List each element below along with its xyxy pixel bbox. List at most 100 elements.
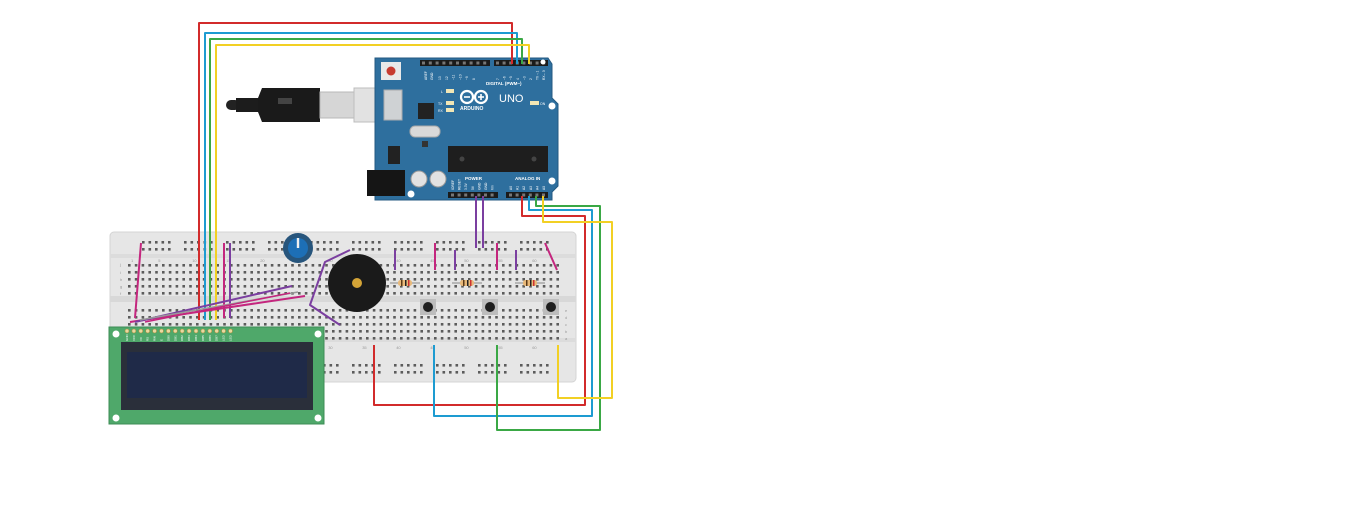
wire-magenta-lcd-1 <box>129 295 306 323</box>
row-letter-e: e <box>565 308 568 313</box>
usb-chip <box>418 103 434 119</box>
pin-label: RESET <box>458 179 462 190</box>
wire-green-a4 <box>496 196 601 431</box>
pin-label: Vin <box>491 185 495 190</box>
pin-label: GND <box>484 182 488 190</box>
label-l: L <box>441 90 443 94</box>
lcd-pin-label: DB5 <box>201 335 205 341</box>
pin-label: GND <box>477 182 481 190</box>
usb-jack <box>383 89 403 121</box>
led-tx <box>446 101 454 105</box>
model-text: UNO <box>499 93 524 105</box>
pin-label: ~6 <box>503 76 507 80</box>
lcd-pin[interactable] <box>159 328 164 334</box>
pin-label: ~5 <box>509 76 513 80</box>
pin-label: IOREF <box>451 180 455 190</box>
lcd-pin-label: DB7 <box>215 335 219 341</box>
wire-blue-a3 <box>433 196 593 417</box>
lcd-pin-label: DB4 <box>194 335 198 341</box>
lcd-pin[interactable] <box>221 328 226 334</box>
lcd-pin-label: VCC <box>132 334 136 341</box>
lcd-pin[interactable] <box>138 328 144 334</box>
power-header-label: POWER <box>465 176 483 181</box>
resistor-3 <box>515 280 545 286</box>
pin-label: 8 <box>472 78 476 80</box>
lcd-pin[interactable] <box>124 328 130 334</box>
column-number: 40 <box>396 258 401 263</box>
crystal <box>409 125 441 138</box>
label-rx: RX <box>438 109 444 113</box>
header-digital-high <box>420 60 490 66</box>
resistor-2 <box>452 280 482 286</box>
reset-icon[interactable] <box>386 66 396 76</box>
pin-label: A1 <box>516 186 520 190</box>
column-number: 55 <box>498 345 503 350</box>
arduino-uno-board[interactable]: L TX RX ON ARDUINO UNO DIGITAL (PWM~) PO… <box>367 57 559 201</box>
push-button-3 <box>543 299 559 315</box>
lcd-pin[interactable] <box>186 328 192 334</box>
wire-purple-buzzer <box>309 249 351 326</box>
lcd-screen <box>127 352 307 398</box>
lcd-pin-label: RW <box>153 336 157 341</box>
resistors[interactable] <box>390 280 545 286</box>
row-letter-g: g <box>120 284 122 289</box>
digital-header-label: DIGITAL (PWM~) <box>486 81 522 86</box>
lcd-pin[interactable] <box>131 328 137 334</box>
lcd-pin[interactable] <box>193 328 199 334</box>
lcd-pin[interactable] <box>207 328 213 334</box>
lcd-pin-label: LED <box>222 334 226 341</box>
pin-label: ~11 <box>452 74 456 80</box>
lcd-pin[interactable] <box>173 328 178 334</box>
row-letter-f: f <box>120 291 122 296</box>
push-buttons[interactable] <box>420 299 559 315</box>
pin-label: A2 <box>522 186 526 190</box>
pin-label: AREF <box>424 71 428 80</box>
lcd-pin[interactable] <box>179 328 185 334</box>
capacitor-1 <box>410 170 428 188</box>
brand-text: ARDUINO <box>460 106 483 112</box>
wire-yellow-a5 <box>542 196 613 399</box>
mount-hole <box>548 102 556 110</box>
wires[interactable] <box>129 22 613 431</box>
column-number: 45 <box>430 345 435 350</box>
lcd-pin[interactable] <box>214 328 219 334</box>
usb-cable[interactable] <box>226 87 401 123</box>
led-rx <box>446 108 454 112</box>
pin-label: 13 <box>438 76 442 80</box>
pin-label: ~9 <box>465 76 469 80</box>
lcd-pin-label: DB3 <box>187 335 191 341</box>
push-button-2 <box>482 299 498 315</box>
lcd-pin-label: E <box>160 339 164 341</box>
pin-label: TX→1 <box>536 70 540 80</box>
power-jack <box>367 170 405 196</box>
pin-label: 5V <box>471 185 475 190</box>
arduino-logo-icon <box>459 89 489 105</box>
lcd-pin-header[interactable] <box>124 328 233 334</box>
pin-label: GND <box>430 72 434 80</box>
piezo-buzzer[interactable] <box>328 254 386 312</box>
pin-label: 12 <box>445 76 449 80</box>
lcd-pin[interactable] <box>152 328 157 334</box>
mount-hole <box>407 190 415 198</box>
row-letter-a: a <box>565 336 568 341</box>
lcd-pin[interactable] <box>145 328 150 334</box>
lcd-pin[interactable] <box>228 328 233 334</box>
column-number: 60 <box>532 345 537 350</box>
lcd-pin[interactable] <box>166 328 171 334</box>
potentiometer[interactable] <box>283 233 313 263</box>
pin-label: ~3 <box>522 76 526 80</box>
wire-red-a2 <box>373 196 586 406</box>
led-on <box>530 101 539 105</box>
label-on: ON <box>540 102 546 106</box>
column-number: 60 <box>532 258 537 263</box>
label-tx: TX <box>438 102 443 106</box>
lcd-pin-label: V0 <box>139 337 143 341</box>
pin-label: 2 <box>529 78 533 80</box>
lcd-pin[interactable] <box>200 328 206 334</box>
lcd-pin-label: DB0 <box>166 335 170 341</box>
lcd-pin-label: DB1 <box>173 335 177 341</box>
